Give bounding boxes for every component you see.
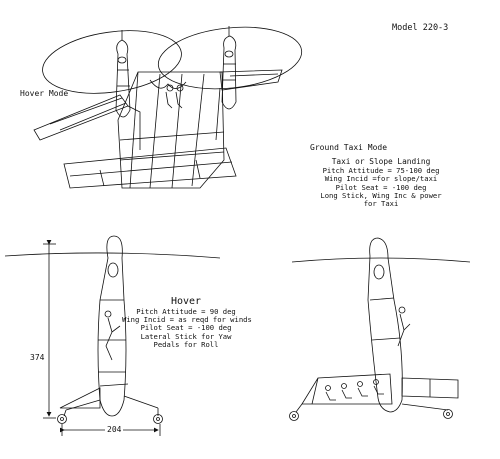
ground-taxi-subtitle: Taxi or Slope Landing xyxy=(331,157,431,166)
ground-taxi-line: Long Stick, Wing Inc & power xyxy=(320,190,442,200)
track-dimension-value: 204 xyxy=(105,425,124,434)
ground-taxi-title: Ground Taxi Mode xyxy=(310,143,388,152)
hover-rotor-plane xyxy=(4,252,221,259)
ground-taxi-line: for Taxi xyxy=(363,199,399,209)
ground-taxi-line: Wing Incid =for slope/taxi xyxy=(324,174,438,184)
hover-note-line: Lateral Stick for Yaw xyxy=(140,331,232,341)
hover-mode-isometric-drawing xyxy=(33,26,303,189)
ground-taxi-side-view-drawing xyxy=(289,237,471,421)
hover-side-view-drawing xyxy=(4,235,221,436)
hover-title: Hover xyxy=(170,296,202,307)
left-rotor-disc xyxy=(42,30,182,94)
fuselage-cabin xyxy=(117,71,225,189)
hover-note-line: Pitch Attitude = 90 deg xyxy=(136,307,236,316)
taxi-fuselage xyxy=(367,237,403,413)
right-rotor-disc xyxy=(157,26,303,90)
ground-taxi-line: Pitch Attitude = 75-100 deg xyxy=(322,166,440,176)
taxi-cabin xyxy=(301,373,393,405)
right-nacelle xyxy=(221,26,237,110)
taxi-passengers xyxy=(325,379,384,401)
hover-notes: Hover Pitch Attitude = 90 deg Wing Incid… xyxy=(122,296,252,349)
hover-pilot-figure xyxy=(105,317,121,361)
taxi-landing-gear xyxy=(289,403,453,421)
hover-note-line: Pilot Seat = -100 deg xyxy=(140,323,232,333)
taxi-wing xyxy=(401,377,459,399)
hover-mode-label: Hover Mode xyxy=(20,89,69,98)
taxi-rotor-plane xyxy=(291,257,471,263)
hover-note-line: Wing Incid = as reqd for winds xyxy=(122,315,252,325)
ground-taxi-line: Pilot Seat = -100 deg xyxy=(335,182,427,192)
left-nacelle xyxy=(115,30,131,118)
hover-note-line: Pedals for Roll xyxy=(153,339,219,349)
tail-surface xyxy=(63,147,237,189)
height-dimension-line xyxy=(43,240,56,419)
right-wing xyxy=(219,69,283,91)
ground-taxi-notes: Taxi or Slope Landing Pitch Attitude = 7… xyxy=(312,157,450,209)
height-dimension-value: 374 xyxy=(30,353,45,362)
hover-landing-gear xyxy=(57,383,163,424)
hover-tail-fin xyxy=(59,387,101,409)
hover-fuselage xyxy=(97,235,127,417)
model-number: Model 220-3 xyxy=(392,23,449,33)
left-wing xyxy=(33,94,129,141)
